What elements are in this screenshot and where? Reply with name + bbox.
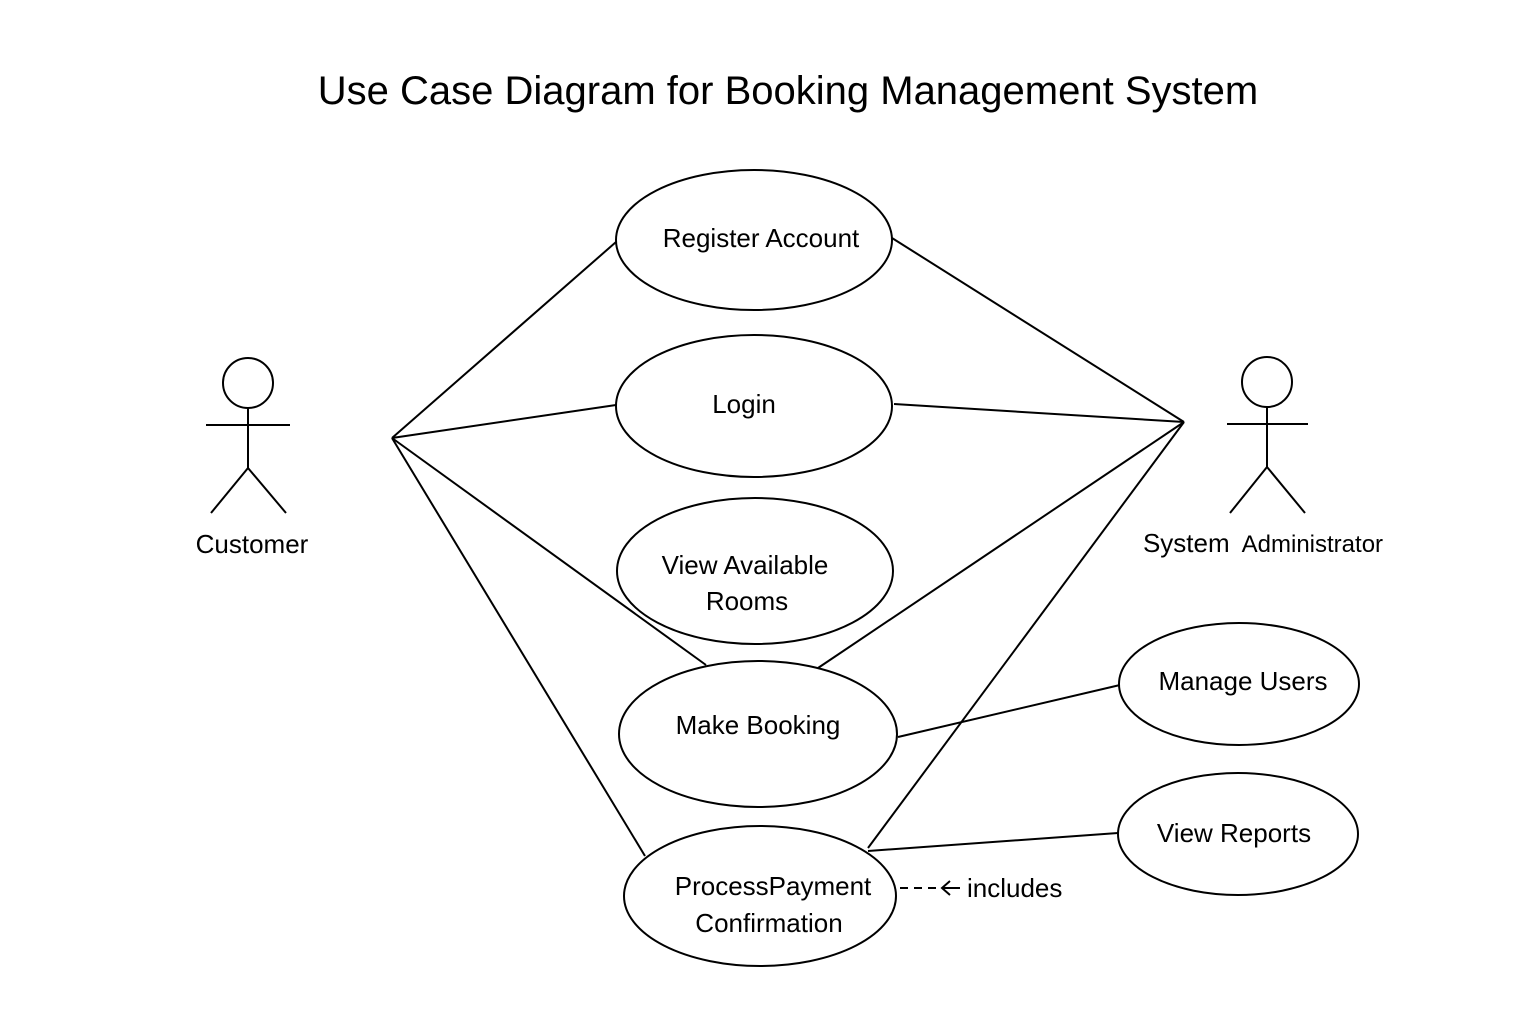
manage-users-label: Manage Users: [1158, 666, 1327, 696]
use-case-register-account: Register Account: [615, 169, 893, 311]
admin-register-line: [891, 237, 1185, 423]
customer-login-line: [391, 404, 617, 439]
include-relation: includes: [900, 873, 1062, 903]
customer-payment-line: [391, 437, 646, 857]
admin-payment-line: [867, 421, 1185, 849]
customer-booking-line: [391, 437, 707, 666]
customer-head: [222, 357, 274, 409]
admin-login-line: [893, 403, 1185, 423]
login-label: Login: [712, 389, 776, 419]
include-label: includes: [967, 873, 1062, 903]
admin-booking-line: [817, 421, 1185, 669]
use-case-view-reports: View Reports: [1117, 772, 1359, 896]
admin-label-part1: System: [1143, 528, 1230, 558]
actor-system-administrator: System Administrator: [1143, 356, 1383, 558]
use-case-login: Login: [615, 334, 893, 478]
view-rooms-label-line1: View Available: [662, 550, 829, 580]
admin-left-leg: [1229, 466, 1268, 514]
admin-head: [1241, 356, 1293, 408]
booking-manage-users-line: [897, 684, 1121, 738]
customer-left-leg: [210, 467, 249, 514]
customer-right-leg: [247, 467, 287, 514]
payment-view-reports-line: [867, 832, 1119, 852]
use-case-view-available-rooms: View Available Rooms: [616, 497, 894, 645]
use-case-manage-users: Manage Users: [1118, 622, 1360, 746]
view-reports-label: View Reports: [1157, 818, 1311, 848]
customer-associations: [391, 241, 707, 857]
customer-label: Customer: [196, 529, 309, 559]
admin-label-part2: Administrator: [1242, 531, 1383, 558]
actor-customer: Customer: [196, 357, 309, 559]
admin-associations: [817, 237, 1185, 849]
make-booking-label: Make Booking: [676, 710, 841, 740]
process-payment-label-line1: ProcessPayment: [675, 871, 872, 901]
use-case-process-payment: ProcessPayment Confirmation: [623, 825, 897, 967]
register-account-label: Register Account: [663, 223, 860, 253]
admin-label: System Administrator: [1143, 528, 1383, 558]
diagram-title: Use Case Diagram for Booking Management …: [318, 69, 1258, 113]
view-rooms-label-line2: Rooms: [706, 586, 788, 616]
use-case-make-booking: Make Booking: [618, 660, 898, 808]
process-payment-label-line2: Confirmation: [695, 908, 842, 938]
admin-right-leg: [1266, 466, 1306, 514]
customer-register-line: [391, 241, 617, 439]
